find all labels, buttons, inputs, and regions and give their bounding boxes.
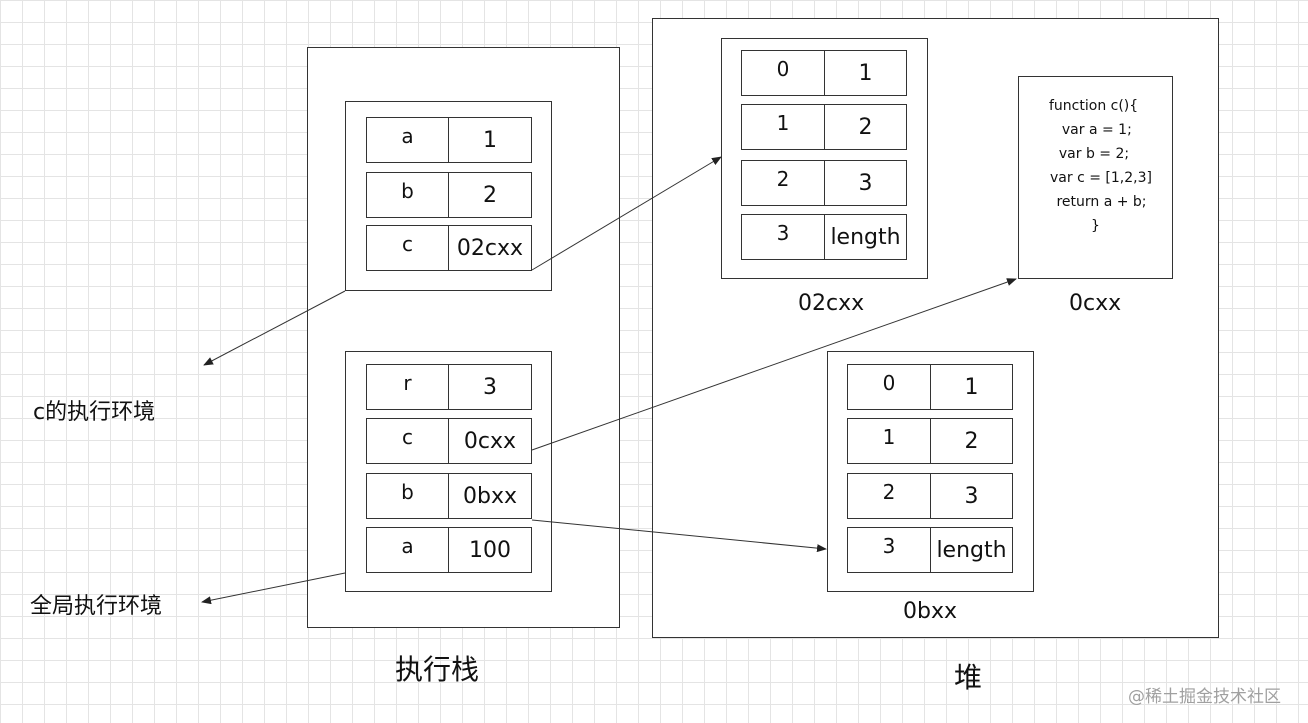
array-0bxx-value-0: 1	[930, 364, 1013, 410]
global-frame-key-0: r	[366, 364, 449, 410]
code-line: var a = 1;	[1053, 122, 1132, 138]
stack-title: 执行栈	[395, 653, 480, 686]
array-0bxx-value-1: 2	[930, 418, 1013, 464]
array-02cxx-label: 02cxx	[798, 291, 865, 316]
array-0bxx-key-3: 3	[847, 527, 931, 573]
array-0bxx-label: 0bxx	[903, 599, 958, 624]
global-frame-value-0: 3	[448, 364, 532, 410]
code-line: var c = [1,2,3]	[1050, 170, 1152, 186]
global-frame-value-1: 0cxx	[448, 418, 532, 464]
code-line: return a + b;	[1052, 194, 1147, 210]
arrow-global-frame-to-label	[201, 572, 346, 605]
code-line: }	[1091, 218, 1100, 234]
c-frame-label: c的执行环境	[33, 400, 156, 425]
c-frame-value-0: 1	[448, 117, 532, 163]
c-frame-value-2: 02cxx	[448, 225, 532, 271]
global-frame-label: 全局执行环境	[30, 594, 163, 619]
c-frame-key-1: b	[366, 172, 449, 218]
arrow-c-to-02cxx	[531, 156, 722, 271]
array-0bxx-value-2: 3	[930, 473, 1013, 519]
function-0cxx-code: function c(){ var a = 1; var b = 2; var …	[1018, 76, 1173, 279]
array-0bxx-key-2: 2	[847, 473, 931, 519]
arrow-c-to-0cxx	[531, 278, 1017, 451]
array-02cxx-key-0: 0	[741, 50, 825, 96]
c-frame-key-2: c	[366, 225, 449, 271]
global-frame-value-3: 100	[448, 527, 532, 573]
arrow-c-frame-to-label	[203, 290, 346, 366]
global-frame-key-2: b	[366, 473, 449, 519]
array-02cxx-value-2: 3	[824, 160, 907, 206]
watermark: @稀土掘金技术社区	[1128, 687, 1281, 707]
arrow-b-to-0bxx	[531, 519, 827, 553]
global-frame-key-3: a	[366, 527, 449, 573]
function-0cxx-label: 0cxx	[1069, 291, 1122, 316]
array-02cxx-value-0: 1	[824, 50, 907, 96]
code-line: function c(){	[1049, 98, 1139, 114]
c-frame-key-0: a	[366, 117, 449, 163]
array-0bxx-key-1: 1	[847, 418, 931, 464]
heap-title: 堆	[954, 661, 983, 694]
array-02cxx-value-1: 2	[824, 104, 907, 150]
array-02cxx-key-3: 3	[741, 214, 825, 260]
array-0bxx-value-3: length	[930, 527, 1013, 573]
array-02cxx-key-2: 2	[741, 160, 825, 206]
c-frame-value-1: 2	[448, 172, 532, 218]
array-0bxx-key-0: 0	[847, 364, 931, 410]
global-frame-key-1: c	[366, 418, 449, 464]
array-02cxx-value-3: length	[824, 214, 907, 260]
code-line: var b = 2;	[1050, 146, 1130, 162]
global-frame-value-2: 0bxx	[448, 473, 532, 519]
